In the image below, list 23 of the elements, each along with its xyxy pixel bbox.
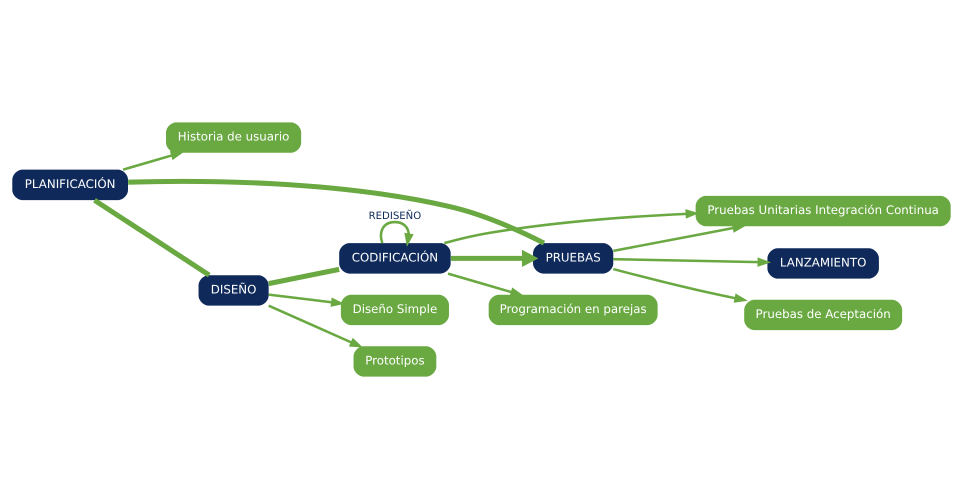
node-box: LANZAMIENTO xyxy=(767,248,879,279)
node-box: Prototipos xyxy=(354,346,436,377)
node-box: Pruebas de Aceptación xyxy=(744,300,902,330)
connector xyxy=(93,198,211,278)
arrow xyxy=(122,151,184,171)
node-box: PLANIFICACIÓN xyxy=(12,170,128,200)
node-box: Diseño Simple xyxy=(340,294,449,326)
node-box: Historia de usuario xyxy=(166,122,302,153)
arrow xyxy=(613,257,772,267)
arrow xyxy=(268,304,364,348)
arrow xyxy=(612,268,748,303)
edge-label: REDISEÑO xyxy=(368,211,422,222)
node-box: Programación en parejas xyxy=(488,294,658,326)
node-box: CODIFICACIÓN xyxy=(339,243,451,274)
connector xyxy=(128,178,546,246)
arrow xyxy=(448,272,524,297)
arrow xyxy=(380,220,414,247)
connector xyxy=(268,266,340,286)
arrow xyxy=(450,250,538,267)
node-box: DISEÑO xyxy=(198,275,269,306)
arrow xyxy=(613,223,746,252)
node-box: Pruebas Unitarias Integración Continua xyxy=(696,196,951,226)
node-box: PRUEBAS xyxy=(533,243,614,274)
